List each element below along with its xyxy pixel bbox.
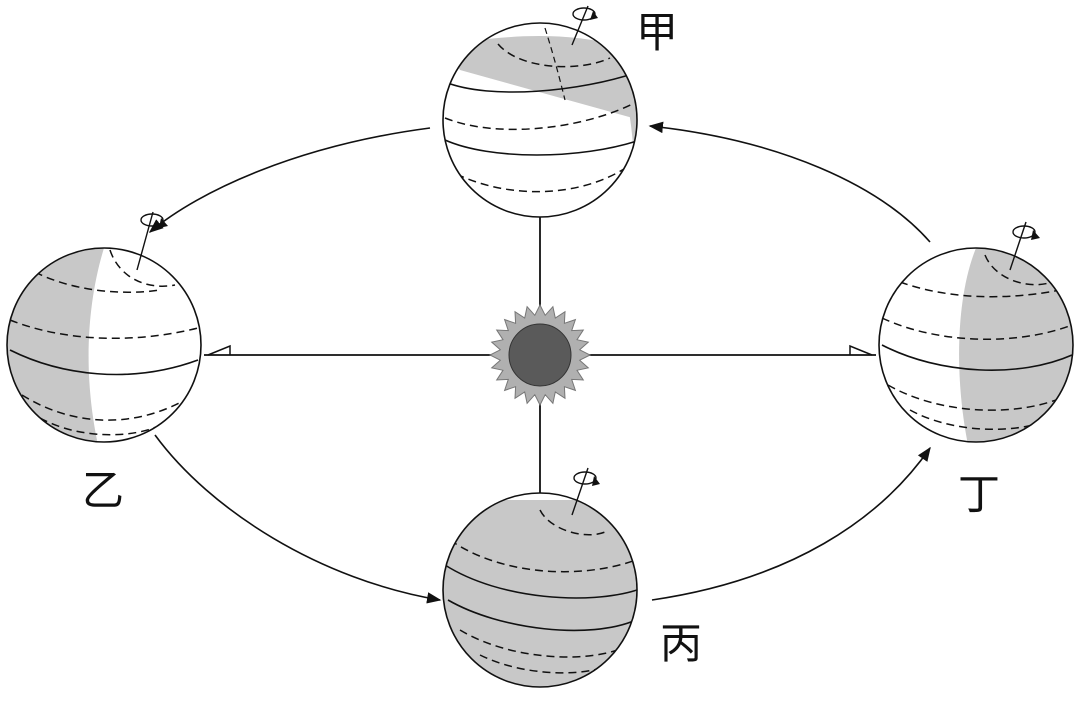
globe-jia (442, 5, 638, 218)
tropic-of-cancer (9, 319, 199, 340)
globe-ding (878, 221, 1074, 443)
sun (488, 303, 592, 407)
globe-outline (878, 247, 1074, 443)
orbit-arc-bing-to-ding (651, 446, 931, 601)
sun-core (508, 323, 572, 387)
equator (9, 349, 199, 376)
night-shade (445, 36, 637, 120)
position-label-yi: 乙 (82, 466, 125, 515)
position-label-ding: 丁 (958, 470, 1001, 519)
arctic-circle (984, 254, 1053, 286)
arctic-circle (109, 249, 176, 287)
latitude-line (34, 271, 161, 293)
tropic-of-capricorn (887, 384, 1069, 411)
orbit-path (148, 121, 931, 604)
rotation-axis-icon (136, 211, 168, 271)
orbit-arc-ding-to-jia (648, 121, 931, 243)
orbit-arc-jia-to-yi (148, 127, 431, 233)
tropic-of-capricorn (21, 394, 186, 421)
rotation-axis-icon (571, 5, 598, 46)
antarctic-circle (909, 409, 1051, 431)
orbit-arc-yi-to-bing (154, 434, 442, 604)
globe-outline (6, 247, 202, 443)
globe-outline (442, 492, 638, 688)
tropic-line (444, 71, 637, 93)
globe-yi (6, 211, 202, 443)
right-angle-marker-yi (207, 344, 231, 356)
tropic-of-capricorn (444, 164, 631, 193)
night-shade (959, 248, 1073, 442)
arctic-circle (539, 509, 606, 536)
equator (444, 139, 637, 156)
tropic-of-cancer (449, 539, 637, 573)
arctic-circle (497, 43, 611, 68)
position-label-bing: 丙 (660, 619, 703, 668)
position-label-jia: 甲 (636, 8, 679, 57)
night-shade (443, 500, 637, 687)
globe-outline (442, 22, 638, 218)
tropic-of-capricorn (459, 629, 631, 658)
equator (881, 344, 1073, 371)
night-shade (7, 248, 104, 442)
terminator-line (544, 27, 566, 101)
rotation-axis-icon (1009, 221, 1040, 271)
tropic-line (444, 564, 637, 599)
right-angle-marker-ding (849, 344, 873, 356)
globe-bing (442, 467, 638, 688)
equator (447, 599, 637, 632)
rotation-axis-icon (571, 467, 600, 516)
tropic-of-cancer (881, 317, 1073, 340)
latitude-line (899, 281, 1061, 298)
